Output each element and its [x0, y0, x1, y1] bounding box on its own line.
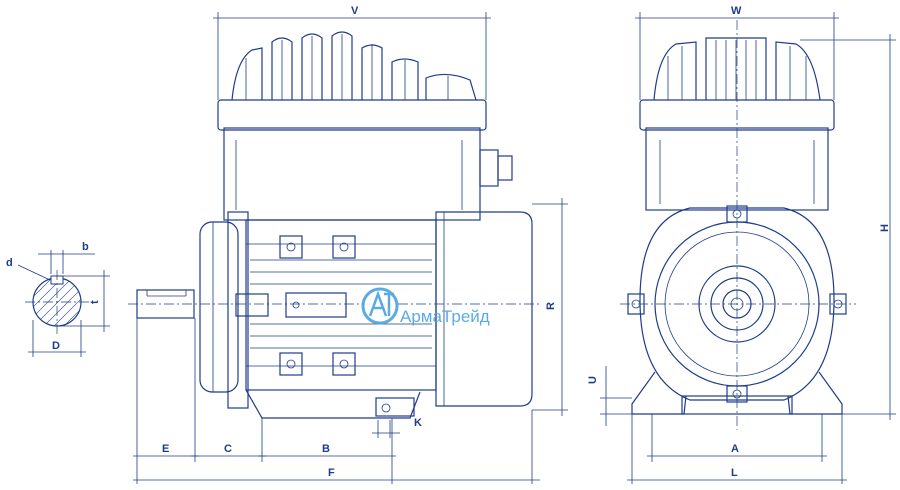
dimension-labels: V W H R b d t D U E C B K F A L [6, 5, 891, 479]
label-W: W [731, 5, 742, 17]
label-K: K [414, 417, 422, 429]
heatsink-fins-side [231, 31, 477, 101]
heatsink-fins-front [653, 37, 821, 101]
label-C: C [224, 443, 232, 455]
shaft-cross-section [17, 250, 110, 357]
label-b: b [82, 241, 89, 253]
label-D: D [52, 340, 60, 352]
label-U: U [587, 376, 599, 384]
label-t: t [89, 300, 101, 304]
label-R: R [545, 302, 557, 310]
motor-side-view [128, 31, 540, 419]
label-V: V [351, 5, 359, 17]
watermark-logo: АрмаТрейд [361, 287, 490, 326]
label-A: A [731, 443, 739, 455]
watermark-text: АрмаТрейд [400, 307, 490, 326]
label-L: L [731, 467, 738, 479]
label-H: H [879, 224, 891, 232]
label-F: F [328, 467, 335, 479]
label-B: B [322, 443, 330, 455]
cooling-fins-horizontal [250, 259, 432, 349]
front-view-dimensions [600, 12, 896, 484]
motor-front-view [620, 20, 856, 430]
label-d: d [6, 257, 13, 269]
label-E: E [162, 443, 169, 455]
side-view-dimensions [133, 12, 568, 484]
